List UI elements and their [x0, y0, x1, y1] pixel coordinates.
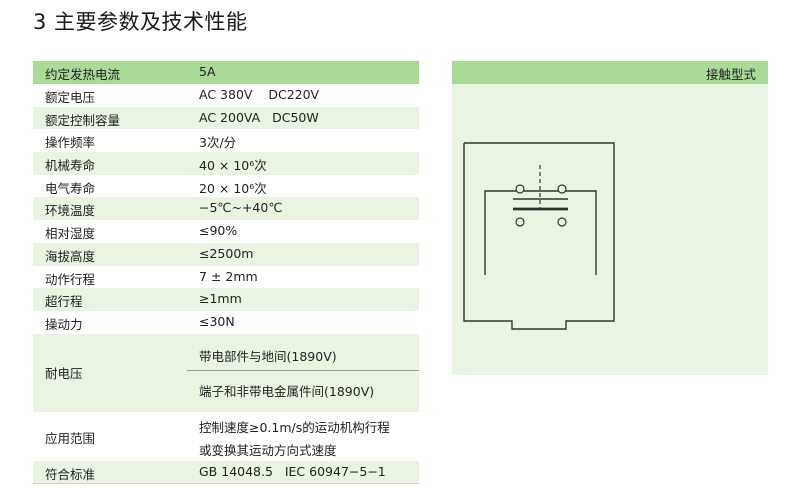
spec-value: AC 380V DC220V — [199, 87, 320, 102]
spec-row: 动作行程 7 ± 2mm — [33, 266, 419, 289]
spec-value: ≤30N — [199, 313, 235, 329]
spec-key: 海拔高度 — [45, 248, 96, 264]
spec-value: GB 14048.5 IEC 60947−5−1 — [199, 463, 386, 479]
spec-value: 7 ± 2mm — [199, 268, 258, 284]
spec-key: 机械寿命 — [45, 158, 96, 174]
spec-row: 环境温度 −5℃~+40℃ — [33, 197, 419, 221]
contact-terminal — [515, 217, 525, 227]
spec-key: 相对湿度 — [45, 226, 96, 242]
contact-terminal — [557, 184, 567, 194]
spec-value: 5A — [199, 64, 216, 79]
spec-value: AC 200VA DC50W — [199, 109, 319, 125]
spec-key: 操动力 — [45, 316, 83, 332]
row-divider — [187, 369, 419, 371]
spec-value: ≥1mm — [199, 291, 242, 307]
spec-row: 海拔高度 ≤2500m — [33, 242, 419, 266]
spec-value: ≤90% — [199, 223, 238, 239]
spec-value: 40 × 10⁶次 — [199, 158, 267, 174]
spec-row-application: 应用范围 控制速度≥0.1m/s的运动机构行程 或变换其运动方向式速度 — [33, 412, 419, 461]
spec-row-standard: 符合标准 GB 14048.5 IEC 60947−5−1 — [33, 460, 419, 485]
spec-value: 3次/分 — [199, 135, 237, 151]
spec-table: 约定发热电流 5A 额定电压 AC 380V DC220V 额定控制容量 AC … — [33, 61, 419, 485]
spec-key: 额定电压 — [45, 90, 96, 105]
spec-row: 电气寿命 20 × 10⁶次 — [33, 175, 419, 198]
spec-row: 额定控制容量 AC 200VA DC50W — [33, 106, 419, 130]
contact-type-panel: 接触型式 — [452, 61, 768, 375]
spec-row: 超行程 ≥1mm — [33, 288, 419, 311]
spec-key: 应用范围 — [45, 430, 96, 446]
spec-key: 电气寿命 — [45, 180, 96, 196]
contact-terminal — [557, 217, 567, 227]
spec-row: 额定电压 AC 380V DC220V — [33, 84, 419, 107]
spec-value: −5℃~+40℃ — [199, 200, 283, 216]
spec-header-row: 约定发热电流 5A — [33, 61, 419, 84]
contact-panel-title: 接触型式 — [705, 67, 756, 82]
spec-key: 约定发热电流 — [45, 67, 121, 82]
section-title: 3 主要参数及技术性能 — [33, 10, 248, 34]
spec-key: 操作频率 — [45, 135, 96, 151]
spec-value-line: 或变换其运动方向式速度 — [199, 442, 337, 458]
spec-row: 相对湿度 ≤90% — [33, 220, 419, 243]
spec-value: ≤2500m — [199, 245, 254, 261]
spec-row-voltage-withstand: 耐电压 带电部件与地间(1890V) 端子和非带电金属件间(1890V) — [33, 333, 419, 412]
spec-value-line: 控制速度≥0.1m/s的运动机构行程 — [199, 419, 390, 435]
spec-value: 20 × 10⁶次 — [199, 180, 267, 196]
contact-terminal — [515, 184, 525, 194]
spec-key: 耐电压 — [45, 365, 83, 381]
spec-value-line: 带电部件与地间(1890V) — [199, 348, 337, 364]
spec-key: 符合标准 — [45, 466, 96, 482]
contact-panel-header: 接触型式 — [452, 61, 768, 84]
spec-key: 额定控制容量 — [45, 112, 121, 128]
contact-diagram — [463, 142, 615, 330]
contact-bracket — [484, 190, 597, 275]
housing-outline — [463, 142, 615, 330]
spec-row: 机械寿命 40 × 10⁶次 — [33, 152, 419, 175]
spec-value-line: 端子和非带电金属件间(1890V) — [199, 383, 375, 399]
spec-key: 环境温度 — [45, 203, 96, 219]
spec-row: 操动力 ≤30N — [33, 311, 419, 334]
spec-key: 动作行程 — [45, 271, 96, 287]
spec-row: 操作频率 3次/分 — [33, 129, 419, 152]
spec-key: 超行程 — [45, 294, 83, 310]
